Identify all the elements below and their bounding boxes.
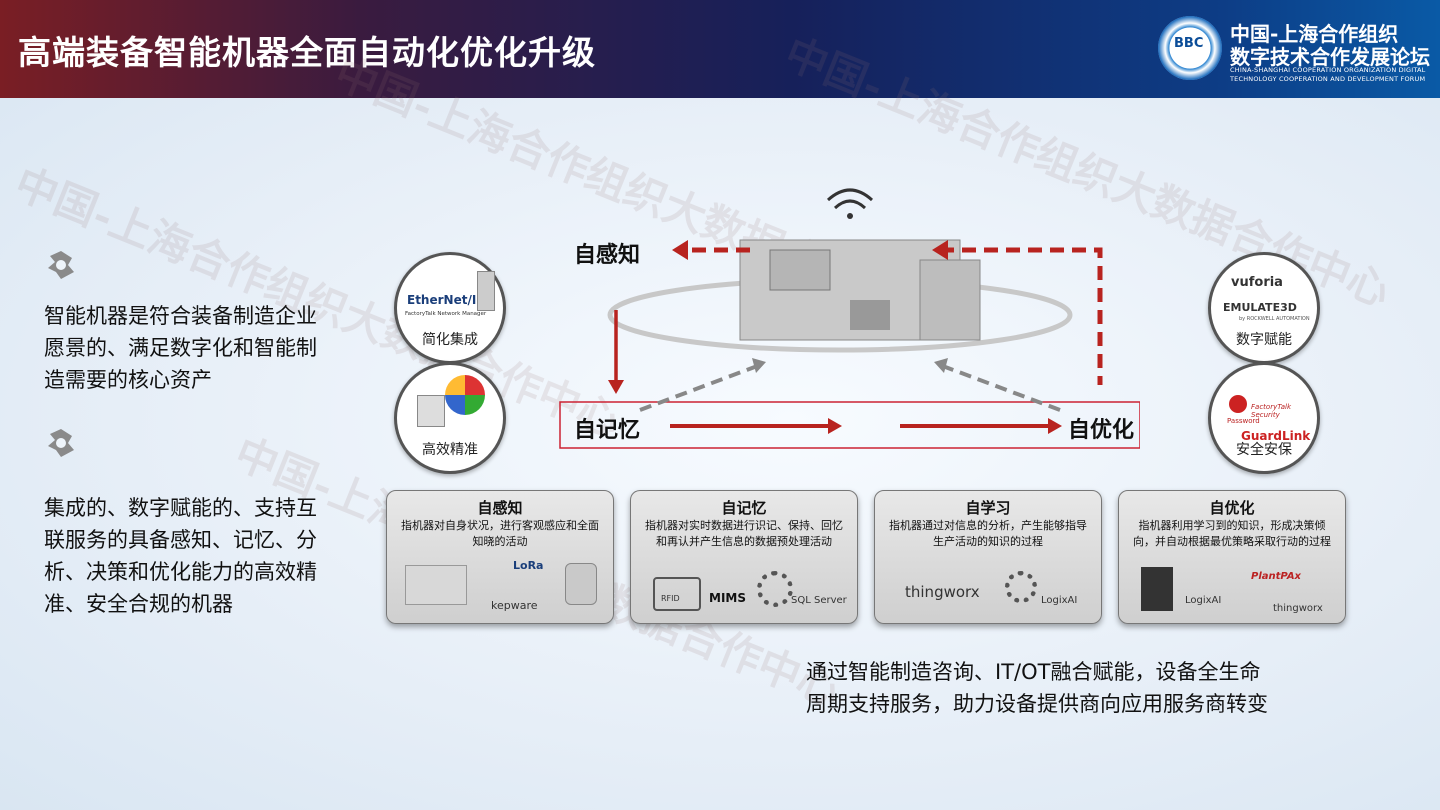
sql-server-logo: SQL Server	[791, 595, 847, 606]
paragraph-2: 集成的、数字赋能的、支持互联服务的具备感知、记忆、分析、决策和优化能力的高效精准…	[44, 496, 317, 616]
kepware-logo: kepware	[491, 599, 538, 612]
org-english-line2: TECHNOLOGY COOPERATION AND DEVELOPMENT F…	[1230, 75, 1426, 83]
card-description: 指机器对自身状况，进行客观感应和全面知晓的活动	[401, 519, 599, 548]
factorytalk-security-logo: FactoryTalk Security	[1251, 403, 1292, 419]
arrow-head	[932, 240, 948, 260]
card-description: 指机器对实时数据进行识记、保持、回忆和再认并产生信息的数据预处理活动	[645, 519, 843, 548]
wifi-icon	[833, 199, 867, 210]
circle-label: 安全安保	[1236, 442, 1292, 458]
bullet-icon	[48, 429, 74, 457]
node-self-optimization: 自优化	[1068, 418, 1135, 443]
arrow-head	[752, 358, 766, 373]
password-label: Password	[1227, 417, 1260, 425]
card-self-memory: 自记忆 指机器对实时数据进行识记、保持、回忆和再认并产生信息的数据预处理活动 R…	[630, 490, 858, 624]
guardlink-logo: GuardLink	[1241, 429, 1311, 443]
machine-motor	[850, 300, 890, 330]
org-english-line1: CHINA-SHANGHAI COOPERATION ORGANIZATION …	[1230, 66, 1426, 74]
gear-icon	[1005, 571, 1037, 603]
paragraph-1: 智能机器是符合装备制造企业愿景的、满足数字化和智能制造需要的核心资产	[44, 304, 317, 392]
bullet-icon	[48, 251, 74, 279]
forum-logo	[1158, 16, 1222, 80]
org-name-line2: 数字技术合作发展论坛	[1230, 45, 1430, 69]
tablet-image	[1141, 567, 1173, 611]
ethernet-ip-logo: EtherNet/IP	[407, 293, 486, 307]
machine-panel	[769, 249, 831, 291]
device-image	[405, 565, 467, 605]
card-description: 指机器利用学习到的知识，形成决策倾向，并自动根据最优策略采取行动的过程	[1133, 519, 1331, 548]
content-area	[0, 98, 1440, 810]
lock-icon	[1229, 395, 1247, 413]
card-self-optimization: 自优化 指机器利用学习到的知识，形成决策倾向，并自动根据最优策略采取行动的过程 …	[1118, 490, 1346, 624]
wifi-icon	[847, 213, 853, 219]
summary-text: 通过智能制造咨询、IT/OT融合赋能，设备全生命周期支持服务，助力设备提供商向应…	[806, 660, 1268, 716]
device-image	[417, 395, 445, 427]
logixai-logo: LogixAI	[1041, 595, 1078, 606]
device-image	[477, 271, 495, 311]
circle-label: 数字赋能	[1236, 332, 1292, 348]
logo-text: BBC	[1174, 36, 1204, 51]
header-bar: 高端装备智能机器全面自动化优化升级 BBC 中国-上海合作组织 数字技术合作发展…	[0, 0, 1440, 98]
factorytalk-logo: FactoryTalk Network Manager	[405, 311, 487, 317]
arrow-head	[608, 380, 624, 394]
card-title: 自感知	[477, 499, 523, 517]
thingworx-logo: thingworx	[905, 583, 980, 601]
circle-efficient-precise: 高效精准	[394, 362, 506, 474]
node-self-sensing: 自感知	[574, 243, 641, 268]
logixai-logo: LogixAI	[1185, 595, 1222, 606]
gear-icon	[757, 571, 793, 607]
card-description: 指机器通过对信息的分析，产生能够指导生产活动的知识的过程	[889, 519, 1087, 548]
dashed-arrow-gray	[939, 363, 1061, 412]
dashed-arrow-optimize	[940, 247, 1103, 385]
page-title: 高端装备智能机器全面自动化优化升级	[18, 33, 596, 72]
card-title: 自记忆	[721, 499, 767, 517]
circle-simplified-integration: EtherNet/IP FactoryTalk Network Manager …	[394, 252, 506, 364]
circle-security: FactoryTalk Security Password GuardLink …	[1208, 362, 1320, 474]
arrow-head	[934, 358, 948, 373]
emulate3d-logo: EMULATE3D	[1223, 301, 1297, 314]
lora-logo: LoRa	[513, 559, 544, 572]
circle-label: 高效精准	[422, 442, 478, 458]
org-name-line1: 中国-上海合作组织	[1230, 22, 1399, 46]
circle-digital-enablement: vuforia EMULATE3D by ROCKWELL AUTOMATION…	[1208, 252, 1320, 364]
arrow-head	[1048, 418, 1062, 434]
thingworx-logo: thingworx	[1273, 603, 1323, 614]
memory-box	[559, 401, 1140, 449]
dashboard-image	[445, 375, 485, 415]
card-self-sensing: 自感知 指机器对自身状况，进行客观感应和全面知晓的活动 LoRa kepware	[386, 490, 614, 624]
card-title: 自优化	[1209, 499, 1255, 517]
dashed-arrow-gray	[639, 363, 761, 412]
vuforia-logo: vuforia	[1231, 275, 1283, 290]
robot-image	[565, 563, 597, 605]
node-self-memory: 自记忆	[574, 418, 641, 443]
plantpax-logo: PlantPAx	[1251, 571, 1302, 582]
wifi-icon	[826, 188, 874, 202]
machine-module	[919, 259, 981, 341]
rfid-icon	[653, 577, 701, 611]
cycle-diagram	[559, 188, 1140, 449]
card-self-learning: 自学习 指机器通过对信息的分析，产生能够指导生产活动的知识的过程 thingwo…	[874, 490, 1102, 624]
arrow-head	[672, 240, 688, 260]
mims-logo: MIMS	[709, 591, 746, 605]
rfid-label: RFID	[661, 594, 680, 603]
card-title: 自学习	[965, 499, 1011, 517]
circle-label: 简化集成	[422, 332, 478, 348]
arrow-head	[828, 418, 842, 434]
rockwell-logo: by ROCKWELL AUTOMATION	[1239, 316, 1310, 322]
